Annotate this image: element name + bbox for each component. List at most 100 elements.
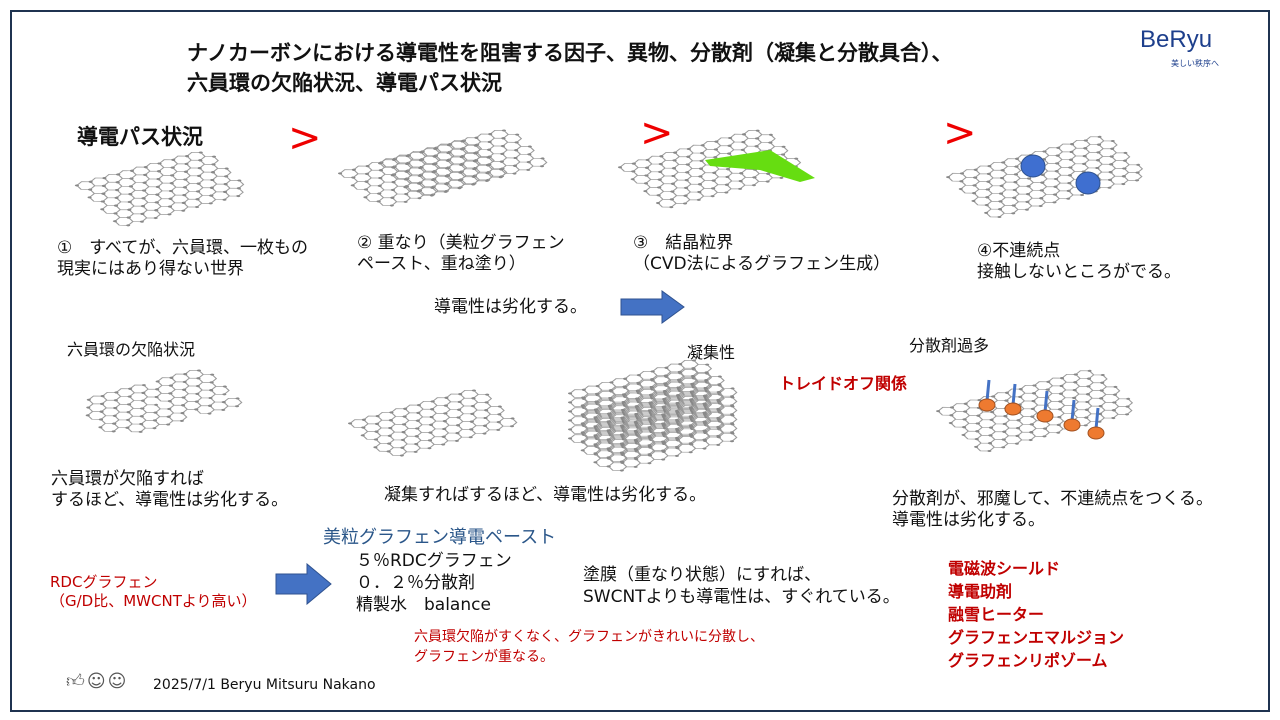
carbon-atom [442,420,447,423]
carbon-atom [128,193,133,196]
carbon-atom [405,162,410,165]
carbon-atom [636,374,641,377]
carbon-atom [129,177,134,180]
carbon-atom [989,426,994,429]
carbon-atom [1135,171,1140,174]
carbon-atom [1109,163,1114,166]
carbon-atom [184,162,189,165]
carbon-atom [1086,385,1091,388]
carbon-atom [443,412,448,415]
carbon-atom [752,176,757,179]
rdc-line-2: （G/D比、MWCNTより高い） [50,591,257,610]
carbon-atom [171,158,176,161]
carbon-atom [142,181,147,184]
carbon-atom [527,153,532,156]
carbon-atom [221,408,226,411]
carbon-atom [128,185,133,188]
carbon-atom [509,425,514,428]
rdc-line-1: RDCグラフェン [50,573,158,591]
carbon-atom [485,172,490,175]
tradeoff-label: トレイドオフ関係 [779,374,908,393]
carbon-atom [182,194,187,197]
graphene-plain-sheet [348,389,518,457]
carbon-atom [1084,408,1089,411]
carbon-atom [1018,388,1023,391]
paste-item: ５％RDCグラフェン [356,551,512,571]
carbon-atom [197,174,202,177]
carbon-atom [684,186,689,189]
path-item-3-line-1: ③ 結晶粒界 [633,233,734,253]
carbon-atom [484,179,489,182]
path-item-1-line-2: 現実にはあり得ない世界 [57,259,244,280]
carbon-atom [635,389,640,392]
carbon-atom [593,434,598,437]
carbon-atom [705,363,710,366]
carbon-atom [1057,408,1062,411]
carbon-atom [959,180,964,183]
carbon-atom [690,375,695,378]
carbon-atom [650,378,655,381]
carbon-atom [1016,419,1021,422]
carbon-atom [643,190,648,193]
carbon-atom [1055,154,1060,157]
carbon-atom [608,397,613,400]
carbon-atom [126,216,131,219]
carbon-atom [1013,181,1018,184]
carbon-atom [661,405,666,408]
carbon-atom [663,374,668,377]
carbon-atom [1083,424,1088,427]
carbon-atom [619,460,624,463]
carbon-atom [647,417,652,420]
carbon-atom [221,401,226,404]
carbon-atom [1054,177,1059,180]
carbon-atom [1069,143,1074,146]
carbon-atom [389,411,394,414]
carbon-atom [510,417,515,420]
carbon-atom [608,389,613,392]
carbon-atom [113,212,118,215]
carbon-atom [469,420,474,423]
carbon-atom [1067,182,1072,185]
carbon-atom [662,397,667,400]
carbon-atom [669,206,674,209]
carbon-atom [702,420,707,423]
carbon-atom [647,435,652,438]
carbon-atom [1099,389,1104,392]
carbon-atom [936,410,941,413]
carbon-atom [153,217,158,220]
carbon-atom [350,184,355,187]
carbon-atom [987,449,992,452]
carbon-atom [674,427,679,430]
carbon-atom [351,168,356,171]
carbon-atom [984,204,989,207]
carbon-atom [621,401,626,404]
carbon-atom [1040,181,1045,184]
carbon-atom [1031,392,1036,395]
carbon-atom [387,434,392,437]
path-item-1: ① すべてが、六員環、一枚もの現実にはあり得ない世界 [57,238,308,281]
hexagon-lattice [86,369,243,433]
carbon-atom [208,396,213,399]
note-line-1: 六員環欠陥がすくなく、グラフェンがきれいに分散し、 [414,629,764,645]
graphene-overlap-sheet-upper [378,129,548,197]
aggregation-caption: 凝集すればするほど、導電性は劣化する。 [384,485,707,505]
carbon-atom [361,418,366,421]
carbon-atom [500,152,505,155]
grain-boundary-band [705,150,815,182]
carbon-atom [704,371,709,374]
carbon-atom [716,443,721,446]
carbon-atom [1072,396,1077,399]
carbon-atom [402,415,407,418]
carbon-atom [431,171,436,174]
carbon-atom [658,170,663,173]
carbon-atom [606,420,611,423]
carbon-atom [166,415,171,418]
discontinuity-point [1020,154,1046,178]
carbon-atom [140,407,145,410]
carbon-atom [100,208,105,211]
carbon-atom [1121,175,1126,178]
carbon-atom [691,367,696,370]
carbon-atom [1040,173,1045,176]
carbon-atom [414,435,419,438]
carbon-atom [1067,174,1072,177]
